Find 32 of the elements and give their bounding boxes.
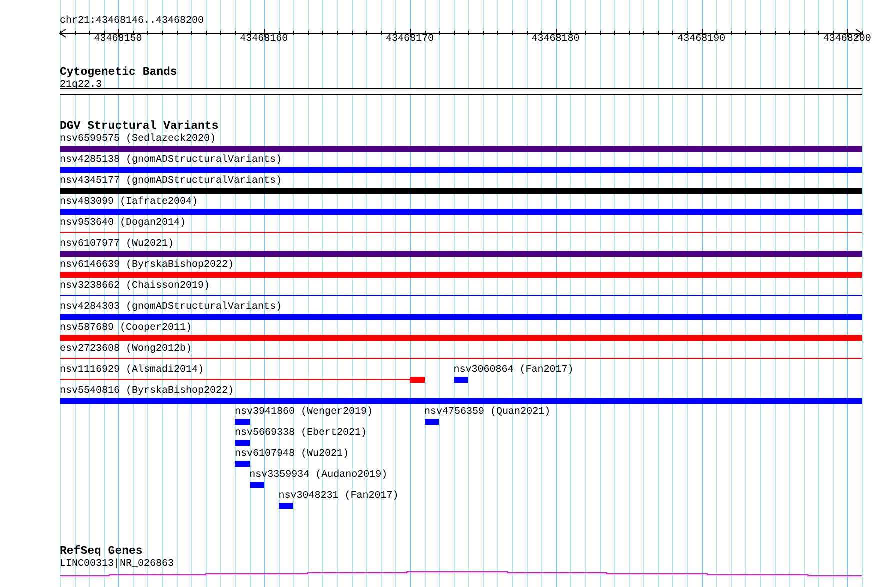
track-title: Cytogenetic Bands	[60, 67, 178, 79]
feature-label: nsv4284303 (gnomADStructuralVariants)	[60, 302, 282, 314]
tick-label: 43468160	[240, 34, 288, 46]
feature-label: nsv587689 (Cooper2011)	[60, 323, 192, 335]
feature-label: nsv1116929 (Alsmadi2014)	[60, 365, 204, 377]
feature-label: nsv4345177 (gnomADStructuralVariants)	[60, 176, 282, 188]
tick-label: 43468200	[823, 34, 872, 46]
feature-label: nsv4285138 (gnomADStructuralVariants)	[60, 155, 282, 167]
ruler-range: chr21:43468146..43468200	[60, 16, 204, 28]
feature-label: nsv6107977 (Wu2021)	[60, 239, 174, 251]
feature-label: nsv6599575 (Sedlazeck2020)	[60, 134, 216, 146]
feature-label: nsv3238662 (Chaisson2019)	[60, 281, 210, 293]
band-label: 21q22.3	[60, 80, 102, 92]
feature-label: nsv3941860 (Wenger2019)	[234, 407, 373, 419]
feature-label: nsv3048231 (Fan2017)	[278, 491, 399, 503]
track-title: DGV Structural Variants	[60, 121, 219, 133]
tick-label: 43468180	[532, 34, 580, 46]
feature-label: nsv4756359 (Quan2021)	[424, 407, 551, 419]
feature-label: nsv5540816 (ByrskaBishop2022)	[60, 386, 234, 398]
feature-label: nsv953640 (Dogan2014)	[60, 218, 186, 230]
gene-label: LINC00313|NR_026863	[60, 559, 174, 571]
feature-label: nsv3060864 (Fan2017)	[454, 365, 574, 377]
feature-label: esv2723608 (Wong2012b)	[60, 344, 192, 356]
tick-label: 43468150	[94, 34, 142, 46]
track-title: RefSeq Genes	[60, 546, 143, 558]
feature-label: nsv6107948 (Wu2021)	[234, 449, 349, 461]
tick-label: 43468190	[678, 34, 726, 46]
feature-label: nsv483099 (Iafrate2004)	[60, 197, 198, 209]
feature-label: nsv6146639 (ByrskaBishop2022)	[60, 260, 234, 272]
tick-label: 43468170	[386, 34, 434, 46]
feature-label: nsv3359934 (Audano2019)	[250, 470, 388, 482]
feature-label: nsv5669338 (Ebert2021)	[234, 428, 367, 440]
